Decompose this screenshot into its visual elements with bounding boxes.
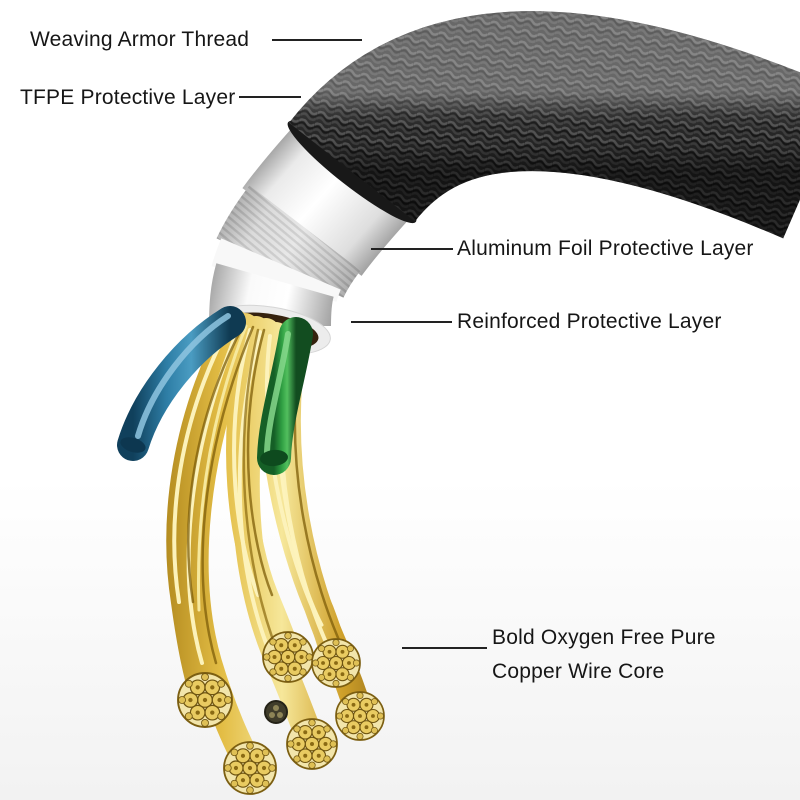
label-tfpe-protective-layer: TFPE Protective Layer [20,86,236,109]
copper-bundle-cross-section [224,742,276,794]
leader-line-aluminum-foil-protective-layer [371,248,453,250]
copper-bundle-cross-section [336,692,384,740]
aluminum-foil-sheen [216,185,361,299]
label-weaving-armor-thread: Weaving Armor Thread [30,28,250,51]
leader-line-reinforced-protective-layer [351,321,452,323]
blue-wire-tip [120,437,146,453]
copper-bundle-cross-section [287,719,337,769]
green-wire-highlight [264,331,291,455]
label-copper-wire-core: Bold Oxygen Free Pure Copper Wire Core [492,621,716,689]
label-reinforced-protective-layer: Reinforced Protective Layer [457,310,722,333]
drain-wire-cross-section [264,700,288,724]
leader-line-copper-wire-core [402,647,487,649]
braided-sleeve [287,11,800,239]
copper-bundle-cross-section [312,639,360,687]
label-aluminum-foil-protective-layer: Aluminum Foil Protective Layer [457,237,754,260]
leader-line-tfpe-protective-layer [239,96,301,98]
blue-insulated-wire [117,306,246,461]
green-insulated-wire [257,317,313,475]
label-copper-wire-core-line1: Bold Oxygen Free Pure [492,626,716,649]
blue-wire-highlight [135,313,231,439]
copper-wire-bundle-ends [178,632,384,794]
leader-line-weaving-armor-thread [272,39,362,41]
label-copper-wire-core-line2: Copper Wire Core [492,660,665,683]
green-wire-tip [260,449,288,467]
copper-bundle-cross-section [263,632,313,682]
copper-bundle-cross-section [178,673,232,727]
braid-shading [289,11,800,239]
